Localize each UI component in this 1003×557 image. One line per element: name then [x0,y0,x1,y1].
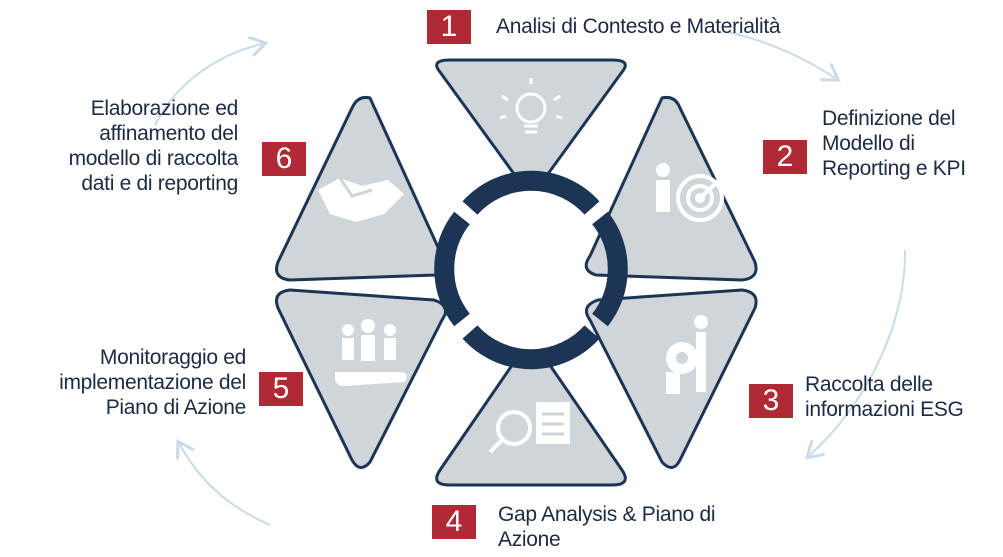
step-label-6: Elaborazione ed affinamento del modello … [68,96,239,196]
cycle-arrow-top-right [727,31,835,78]
step-2-line-2: Modello di [822,132,915,155]
magnifier-document-icon [488,402,570,454]
step-2-line-1: Definizione del [822,107,956,130]
target-icon [656,163,730,222]
step-6-line-1: Elaborazione ed [90,97,239,120]
step-2-line-3: Reporting e KPI [822,157,966,180]
step-label-5: Monitoraggio ed implementazione del Pian… [59,345,246,420]
step-5-line-2: implementazione del [59,371,246,394]
step-5-line-3: Piano di Azione [105,396,247,419]
step-number-badge-2: 2 [763,140,807,174]
center-ring [434,170,628,370]
petal-4 [435,349,627,487]
step-label-4: Gap Analysis & Piano di Azione [498,502,716,552]
step-number-badge-6: 6 [262,142,306,176]
lightbulb-icon [499,78,563,134]
gear-person-icon [666,315,708,394]
step-label-1: Analisi di Contesto e Materialità [496,14,781,39]
step-number-badge-1: 1 [427,10,471,44]
cycle-arrow-top-left [154,44,262,126]
people-hand-icon [335,319,407,386]
step-5-line-1: Monitoraggio ed [99,346,246,369]
step-3-line-2: informazioni ESG [805,398,964,421]
step-6-line-4: dati e di reporting [81,172,238,195]
cycle-arrow-bottom-left [180,445,271,526]
petal-2 [584,96,758,282]
step-6-line-3: modello di raccolta [68,147,239,170]
step-label-3: Raccolta delle informazioni ESG [805,372,964,422]
step-4-line-2: Azione [498,528,561,551]
step-number-badge-4: 4 [432,505,476,539]
step-label-2: Definizione del Modello di Reporting e K… [822,106,966,181]
step-3-line-1: Raccolta delle [805,373,933,396]
step-number-badge-3: 3 [749,384,793,418]
handshake-icon [318,177,404,222]
step-number-badge-5: 5 [259,372,303,406]
cycle-arrow-right [810,249,907,455]
step-1-line-1: Analisi di Contesto e Materialità [496,15,781,38]
step-6-line-2: affinamento del [99,122,238,145]
step-4-line-1: Gap Analysis & Piano di [498,503,716,526]
